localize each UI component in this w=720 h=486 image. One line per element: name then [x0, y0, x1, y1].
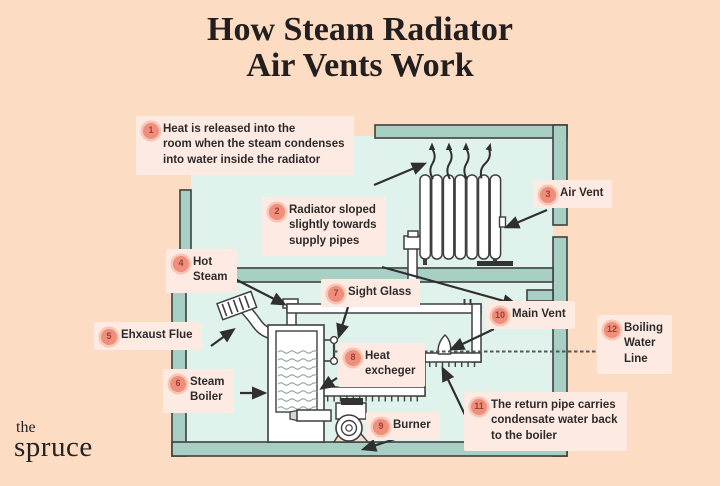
main-vent-valve-icon	[437, 333, 452, 355]
label-card-12: 12 Boiling Water Line	[597, 315, 672, 374]
label-text: Sight Glass	[348, 286, 412, 298]
arrow-heat-exchanger	[319, 375, 338, 390]
label-badge-10: 10	[492, 308, 508, 324]
label-card-6: 6 Steam Boiler	[163, 369, 234, 413]
label-card-8: 8 Heat excheger	[338, 343, 425, 387]
label-badge-7: 7	[328, 286, 344, 302]
arrow-radiator-slope	[381, 265, 519, 308]
radiator-valve-cap	[407, 230, 419, 238]
label-text: to the boiler	[491, 429, 557, 442]
burner-icon	[289, 398, 370, 443]
label-text: Line	[624, 352, 648, 365]
label-badge-12: 12	[604, 322, 620, 338]
label-text: Air Vent	[560, 187, 604, 199]
label-text: supply pipes	[289, 234, 360, 247]
radiator-icon	[419, 174, 513, 266]
the-spruce-logo: the spruce	[14, 420, 93, 462]
label-badge-5: 5	[101, 329, 117, 345]
label-text: slightly towards	[289, 219, 377, 232]
label-text: Boiler	[190, 391, 223, 404]
return-pipe-lower	[320, 386, 426, 397]
wall-right-upper	[552, 124, 568, 226]
label-badge-9: 9	[373, 419, 389, 435]
label-badge-8: 8	[345, 350, 361, 366]
boiler-tank	[275, 330, 318, 413]
arrow-hot-steam	[230, 276, 287, 306]
steam-boiler-icon	[267, 324, 325, 443]
label-text: excheger	[365, 365, 416, 378]
boiler-water-waves	[277, 350, 318, 410]
label-text: Hot	[193, 256, 213, 268]
label-card-2: 2 Radiator sloped slightly towards suppl…	[262, 197, 386, 256]
label-text: Ehxaust Flue	[121, 329, 193, 341]
label-text: The return pipe carries	[491, 399, 616, 411]
label-text: Steam	[193, 271, 228, 284]
label-text: Boiling	[624, 322, 663, 334]
callout-arrows	[210, 162, 548, 452]
label-badge-4: 4	[173, 256, 189, 272]
label-text: Burner	[393, 419, 431, 431]
label-badge-2: 2	[269, 204, 285, 220]
radiator-air-vent-icon	[498, 216, 507, 228]
label-card-1: 1 Heat is released into the room when th…	[136, 116, 354, 175]
wall-left-basement	[171, 267, 187, 457]
logo-word-the: the	[16, 419, 36, 436]
label-card-3: 3 Air Vent	[533, 180, 613, 209]
label-card-9: 9 Burner	[366, 412, 440, 441]
arrow-return-pipe	[441, 366, 467, 418]
label-badge-1: 1	[143, 123, 159, 139]
return-pipe-upper	[424, 352, 482, 363]
pipe-hatches	[327, 299, 477, 402]
title-line-2: Air Vents Work	[246, 47, 474, 85]
label-text: room when the steam condenses	[163, 138, 345, 151]
label-card-10: 10 Main Vent	[485, 301, 575, 330]
label-text: condensate water back	[491, 414, 618, 427]
arrow-air-vent	[503, 208, 548, 229]
arrow-main-vent	[449, 328, 495, 351]
label-text: into water inside the radiator	[163, 153, 321, 166]
label-text: Water	[624, 337, 656, 350]
label-badge-6: 6	[170, 376, 186, 392]
arrow-heat-released	[373, 162, 428, 187]
arrow-burner	[360, 437, 396, 452]
logo-word-spruce: spruce	[14, 431, 93, 463]
label-text: Heat is released into the	[163, 123, 296, 135]
label-badge-3: 3	[540, 187, 556, 203]
page-title: How Steam Radiator Air Vents Work	[0, 11, 720, 85]
arrow-sight-glass	[336, 306, 350, 340]
exhaust-flue-icon	[216, 290, 278, 340]
label-card-4: 4 Hot Steam	[166, 249, 237, 293]
label-text: Main Vent	[512, 308, 566, 320]
label-text: Heat	[365, 350, 390, 362]
label-card-11: 11 The return pipe carries condensate wa…	[464, 392, 627, 451]
label-text: Radiator sloped	[289, 204, 376, 216]
wall-ceiling	[374, 124, 568, 139]
heat-waves-icon	[428, 142, 492, 180]
label-card-7: 7 Sight Glass	[321, 279, 421, 308]
label-card-5: 5 Ehxaust Flue	[94, 322, 202, 351]
label-text: Steam	[190, 376, 225, 388]
title-line-1: How Steam Radiator	[207, 11, 513, 48]
arrow-exhaust-flue	[210, 328, 236, 347]
wall-ledge	[526, 289, 554, 302]
label-badge-11: 11	[471, 399, 487, 415]
